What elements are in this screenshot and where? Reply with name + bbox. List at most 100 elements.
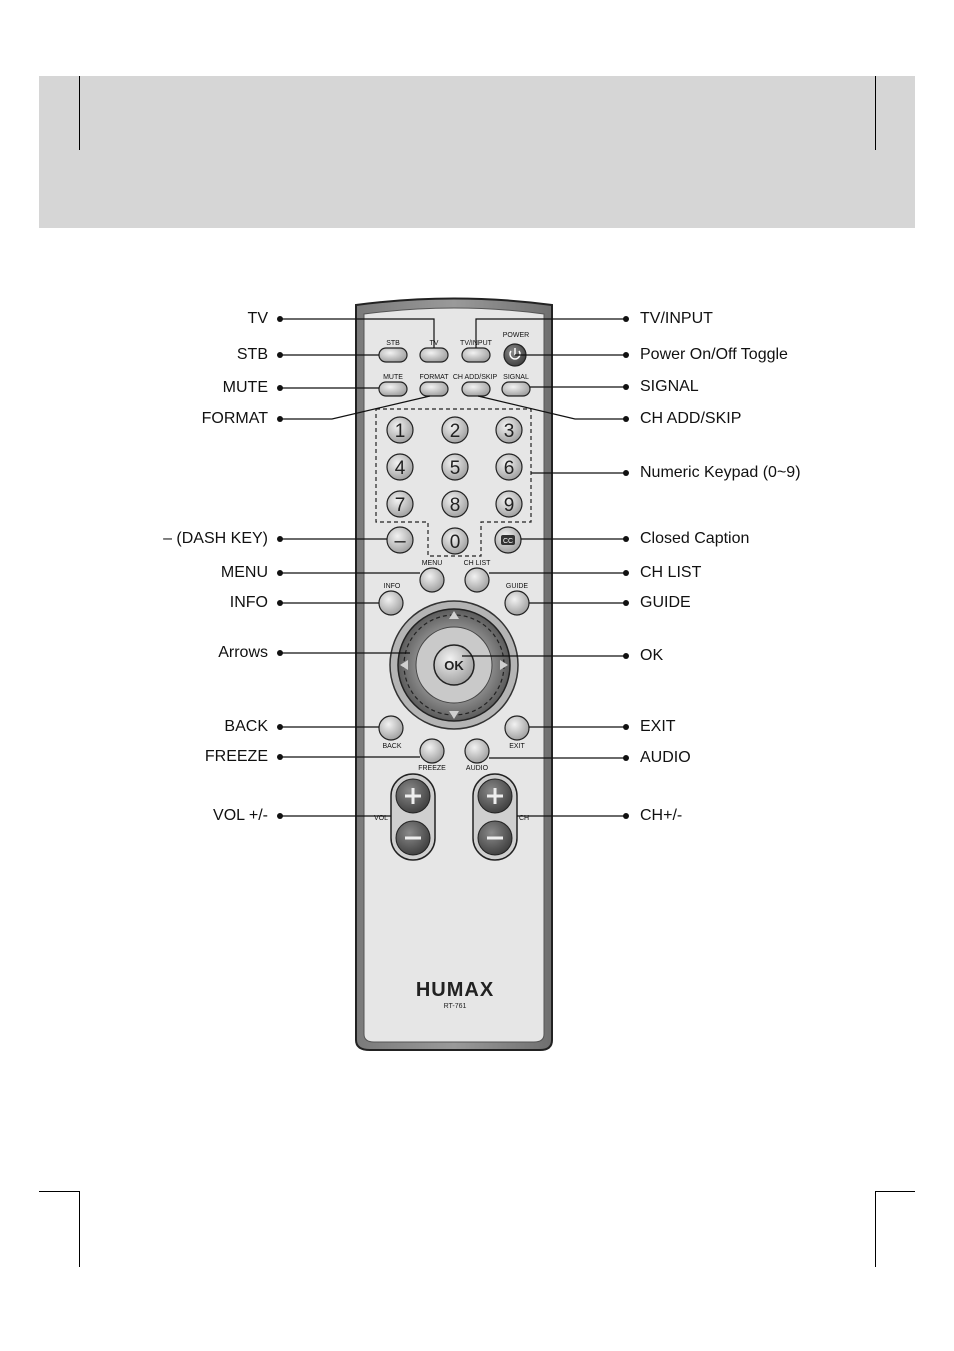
callout-ch-list: CH LIST xyxy=(640,564,702,581)
dash-key[interactable] xyxy=(386,526,414,554)
format-key[interactable] xyxy=(419,381,449,397)
digit-key-label: 4 xyxy=(395,458,406,479)
ch-add-skip-key[interactable] xyxy=(461,381,491,397)
leader-lines xyxy=(280,318,626,817)
callout-back: BACK xyxy=(224,718,268,735)
guide-key[interactable] xyxy=(504,590,530,616)
key-label-ch-add-skip: CH ADD/SKIP xyxy=(453,374,498,381)
leader-dots xyxy=(277,316,629,819)
crop-mark-bottom-left-h xyxy=(39,1191,80,1192)
callout-format: FORMAT xyxy=(201,410,268,427)
key-label-signal: SIGNAL xyxy=(503,374,529,381)
key-label-freeze: FREEZE xyxy=(418,765,446,772)
digit-keys: 1 2 3 4 5 6 7 8 9 0 xyxy=(386,416,523,555)
digit-key-5[interactable] xyxy=(441,453,469,481)
callout-info: INFO xyxy=(229,594,268,611)
callout-guide: GUIDE xyxy=(640,594,691,611)
key-label-power: POWER xyxy=(503,332,529,339)
key-label-exit: EXIT xyxy=(509,743,525,750)
callout-tv: TV xyxy=(247,310,268,327)
callout-closed-caption: Closed Caption xyxy=(640,530,750,547)
signal-key[interactable] xyxy=(501,381,531,397)
cc-icon xyxy=(501,535,515,545)
callout-dash-key: – (DASH KEY) xyxy=(163,530,268,547)
digit-key-6[interactable] xyxy=(495,453,523,481)
crop-mark-bottom-left-v xyxy=(79,1191,80,1267)
cc-icon-text: CC xyxy=(503,538,513,545)
callout-power: Power On/Off Toggle xyxy=(640,346,788,363)
ok-key-label: OK xyxy=(444,658,464,673)
exit-key[interactable] xyxy=(504,715,530,741)
callout-ch: CH+/- xyxy=(640,807,683,824)
mute-key[interactable] xyxy=(378,381,408,397)
arrow-up-icon xyxy=(449,611,459,619)
digit-key-1[interactable] xyxy=(386,416,414,444)
digit-key-8[interactable] xyxy=(441,490,469,518)
digit-key-label: 2 xyxy=(450,421,461,442)
key-label-ch-list: CH LIST xyxy=(464,560,492,567)
key-label-vol: VOL xyxy=(374,815,388,822)
key-label-back: BACK xyxy=(382,743,401,750)
crop-mark-bottom-right-h xyxy=(875,1191,915,1192)
digit-key-label: 3 xyxy=(504,421,515,442)
callout-signal: SIGNAL xyxy=(640,378,699,395)
brand-logo: HUMAX xyxy=(416,979,494,1001)
key-label-info: INFO xyxy=(384,583,401,590)
arrow-left-icon xyxy=(400,660,408,670)
info-key[interactable] xyxy=(378,590,404,616)
digit-key-label: 9 xyxy=(504,495,515,516)
tv-key[interactable] xyxy=(419,347,449,363)
digit-key-9[interactable] xyxy=(495,490,523,518)
digit-key-2[interactable] xyxy=(441,416,469,444)
arrow-down-icon xyxy=(449,711,459,719)
audio-key[interactable] xyxy=(464,738,490,764)
stb-key[interactable] xyxy=(378,347,408,363)
key-label-audio: AUDIO xyxy=(466,765,489,772)
menu-key[interactable] xyxy=(419,567,445,593)
callout-freeze: FREEZE xyxy=(204,748,268,765)
key-label-guide: GUIDE xyxy=(506,583,529,590)
key-label-stb: STB xyxy=(386,340,400,347)
callout-vol: VOL +/- xyxy=(213,807,268,824)
key-label-menu: MENU xyxy=(422,560,443,567)
callout-ok: OK xyxy=(640,647,664,664)
digit-key-3[interactable] xyxy=(495,416,523,444)
digit-key-label: 6 xyxy=(504,458,515,479)
digit-key-7[interactable] xyxy=(386,490,414,518)
callout-mute: MUTE xyxy=(222,379,268,396)
digit-key-label: 1 xyxy=(395,421,406,442)
digit-key-label: 7 xyxy=(395,495,406,516)
model-number: RT-761 xyxy=(444,1003,467,1010)
header-band xyxy=(39,76,915,228)
ch-plus-icon xyxy=(487,788,503,804)
arrow-right-icon xyxy=(500,660,508,670)
key-label-format: FORMAT xyxy=(419,374,449,381)
tv-input-key[interactable] xyxy=(461,347,491,363)
callout-ch-add-skip: CH ADD/SKIP xyxy=(640,410,742,427)
callout-exit: EXIT xyxy=(640,718,676,735)
digit-key-label: 0 xyxy=(450,532,461,553)
crop-mark-top-left xyxy=(79,76,80,150)
ch-list-key[interactable] xyxy=(464,567,490,593)
digit-key-label: 8 xyxy=(450,495,461,516)
digit-key-0[interactable] xyxy=(441,527,469,555)
callout-menu: MENU xyxy=(220,564,268,581)
dash-key-symbol: – xyxy=(394,530,406,552)
crop-mark-bottom-right-v xyxy=(875,1191,876,1267)
callout-arrows: Arrows xyxy=(218,644,268,661)
vol-plus-icon xyxy=(405,788,421,804)
digit-key-label: 5 xyxy=(450,458,461,479)
key-label-ch: CH xyxy=(519,815,529,822)
ok-key[interactable] xyxy=(433,644,475,686)
power-icon xyxy=(509,348,521,360)
callout-stb: STB xyxy=(236,346,268,363)
key-label-mute: MUTE xyxy=(383,374,403,381)
digit-key-4[interactable] xyxy=(386,453,414,481)
callout-tv-input: TV/INPUT xyxy=(640,310,713,327)
callout-audio: AUDIO xyxy=(640,749,691,766)
keypad-dashed-outline xyxy=(375,408,532,557)
freeze-key[interactable] xyxy=(419,738,445,764)
crop-mark-top-right xyxy=(875,76,876,150)
back-key[interactable] xyxy=(378,715,404,741)
